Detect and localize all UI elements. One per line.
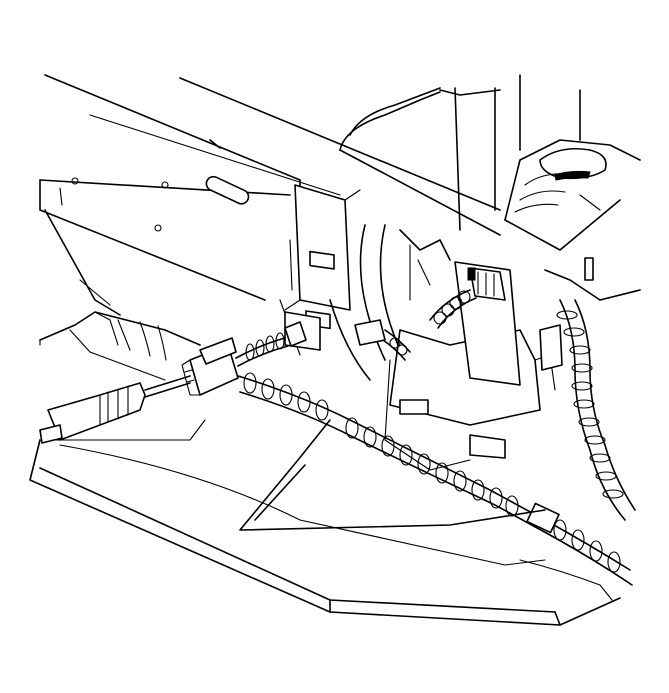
center-connector [354, 319, 411, 361]
service-tool [39, 375, 191, 444]
upper-wire-harness [429, 289, 477, 329]
floor-carpet [39, 311, 201, 381]
sill-wire-harness [234, 372, 633, 586]
right-wire-harness [544, 269, 641, 521]
sill-cover-panel [239, 419, 546, 531]
seat-belt-bezel [504, 139, 641, 281]
module-housing [454, 261, 521, 386]
roof-rail [179, 74, 581, 236]
body-side-panel [39, 74, 341, 316]
wheelhouse-opening [329, 224, 451, 381]
harness-connector-pair [181, 321, 307, 396]
door-sill-panel [29, 419, 621, 626]
